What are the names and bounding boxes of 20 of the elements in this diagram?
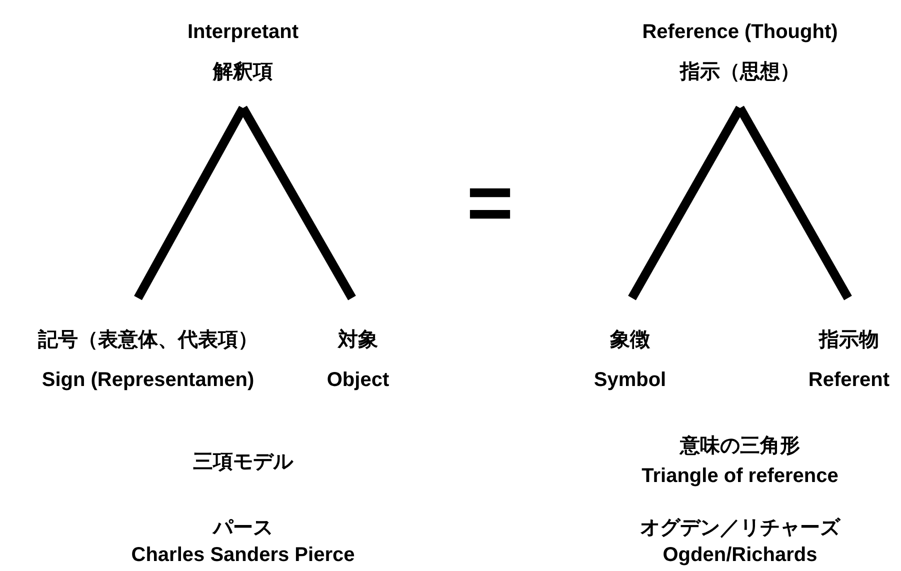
caption-text: Triangle of reference xyxy=(642,464,838,489)
caption-text: Charles Sanders Pierce xyxy=(131,543,355,568)
node-label: Symbol xyxy=(594,368,666,393)
caption-text: 意味の三角形 xyxy=(680,434,800,459)
equals-sign: = xyxy=(466,168,514,238)
node-label: 解釈項 xyxy=(213,60,273,85)
node-label: Interpretant xyxy=(187,20,299,45)
node-label: 指示（思想） xyxy=(680,60,800,85)
node-label: 指示物 xyxy=(819,328,879,353)
node-label: Referent xyxy=(808,368,890,393)
node-label: 記号（表意体、代表項） xyxy=(38,328,258,353)
node-label: 象徴 xyxy=(610,328,650,353)
node-label: Sign (Representamen) xyxy=(42,368,254,393)
caption-text: パース xyxy=(213,516,273,541)
node-label: Reference (Thought) xyxy=(642,20,838,45)
node-label: 対象 xyxy=(338,328,378,353)
caption-text: Ogden/Richards xyxy=(662,543,818,568)
node-label: Object xyxy=(326,368,390,393)
caption-text: オグデン／リチャーズ xyxy=(640,516,840,541)
caption-text: 三項モデル xyxy=(193,450,293,475)
